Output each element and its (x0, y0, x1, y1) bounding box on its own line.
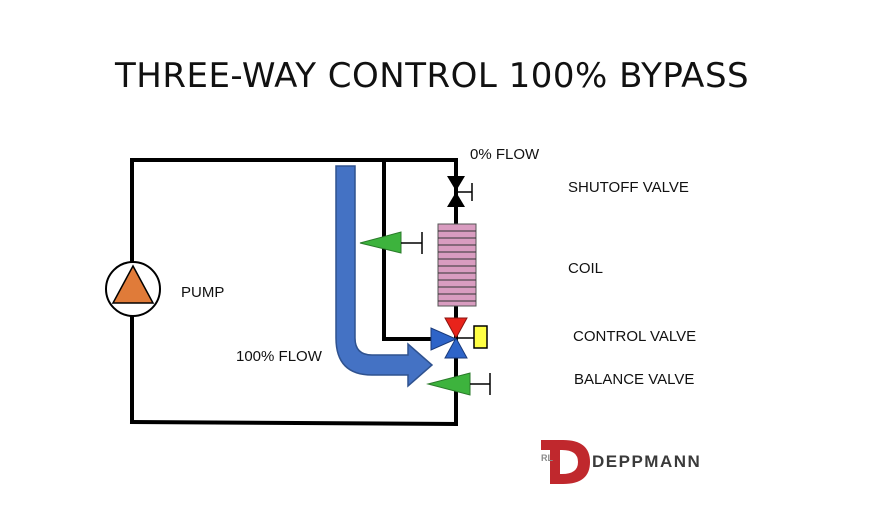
bypass-pipe (382, 158, 446, 341)
control-valve-actuator (473, 325, 488, 349)
deppmann-logo-mark: RL (541, 440, 590, 484)
control-valve-label: CONTROL VALVE (573, 328, 697, 345)
shutoff-valve (447, 176, 473, 207)
balance-valve-label: BALANCE VALVE (574, 371, 695, 388)
pump-impeller-icon (111, 264, 155, 304)
control-valve (430, 317, 488, 359)
hundred-flow-label: 100% FLOW (236, 348, 322, 365)
flow-arrow (335, 165, 434, 388)
shutoff-valve-top-icon (447, 176, 465, 191)
logo-d-shape (541, 440, 590, 484)
return-pipe (129, 419, 459, 427)
coil-label: COIL (568, 260, 604, 277)
pump-label: PUMP (181, 284, 225, 301)
bypass-balance-valve (359, 231, 423, 254)
diagram-title: THREE-WAY CONTROL 100% BYPASS (115, 56, 750, 96)
shutoff-valve-bottom-icon (447, 192, 465, 207)
control-valve-top-icon (444, 317, 468, 340)
pump (105, 261, 161, 317)
control-valve-bottom-icon (444, 336, 468, 359)
shutoff-valve-label: SHUTOFF VALVE (568, 179, 689, 196)
bypass-balance-valve-icon (359, 231, 402, 254)
logo-mark-text: RL (541, 453, 553, 463)
control-valve-left-icon (430, 327, 458, 351)
deppmann-logo-text: DEPPMANN (592, 452, 702, 471)
zero-flow-label: 0% FLOW (470, 146, 540, 163)
return-balance-valve (426, 372, 491, 396)
coil (437, 223, 477, 307)
return-balance-valve-icon (426, 372, 471, 396)
coil-fins (438, 230, 476, 302)
